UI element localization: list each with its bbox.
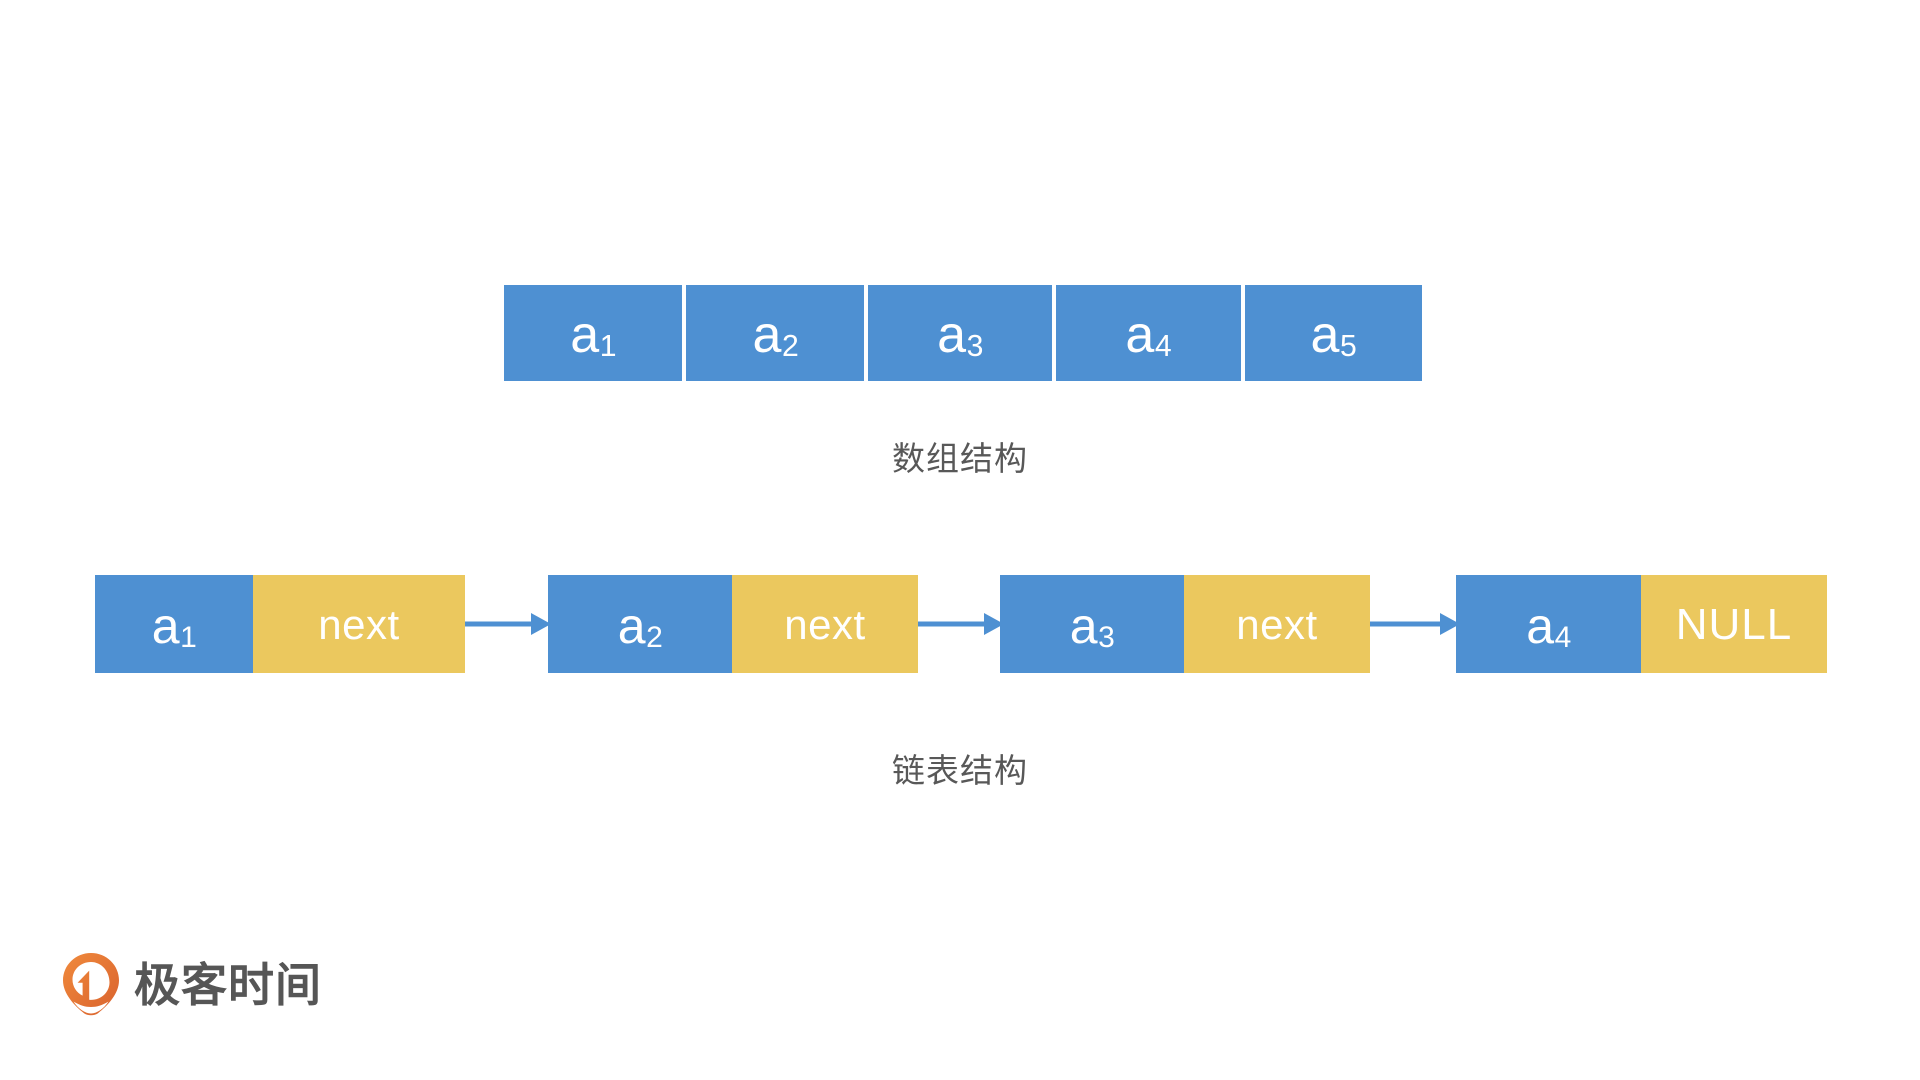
list-node-value: a4	[1526, 598, 1572, 654]
list-node-pointer: next	[253, 575, 465, 673]
list-node: a3 next	[1000, 575, 1370, 673]
list-node-pointer-label: next	[784, 601, 866, 648]
array-cell: a2	[686, 285, 865, 381]
list-node-pointer-label: next	[1236, 601, 1318, 648]
array-structure-caption: 数组结构	[892, 439, 1028, 478]
array-cell: a3	[868, 285, 1052, 381]
linked-list-structure-caption: 链表结构	[892, 751, 1028, 790]
brand-logo: 极客时间	[62, 952, 322, 1016]
list-node-data: a2	[548, 575, 732, 673]
list-node-data: a1	[95, 575, 253, 673]
array-cell-label: a4	[1125, 306, 1172, 364]
list-node-pointer: next	[732, 575, 918, 673]
list-node-value: a1	[151, 598, 197, 654]
list-node-data: a4	[1456, 575, 1641, 673]
array-structure-row: a1 a2 a3 a4 a5	[504, 285, 1422, 381]
array-cell: a4	[1055, 285, 1241, 381]
list-node: a1 next	[95, 575, 465, 673]
array-cell-label: a1	[570, 306, 617, 364]
array-cell-label: a2	[752, 306, 799, 364]
list-node-pointer: NULL	[1641, 575, 1827, 673]
list-node: a4 NULL	[1456, 575, 1827, 673]
array-cell-label: a5	[1310, 306, 1357, 364]
brand-logo-text: 极客时间	[134, 958, 322, 1012]
array-cell: a5	[1244, 285, 1422, 381]
list-node-data: a3	[1000, 575, 1184, 673]
list-node-value: a3	[1069, 598, 1115, 654]
array-cell-label: a3	[937, 306, 984, 364]
list-node: a2 next	[548, 575, 918, 673]
list-node-value: a2	[617, 598, 663, 654]
linked-list-structure-row: a1 next a2 next a3 next	[0, 575, 1920, 673]
list-node-pointer-label: NULL	[1675, 600, 1793, 649]
array-cell: a1	[504, 285, 683, 381]
list-node-pointer: next	[1184, 575, 1370, 673]
list-node-pointer-label: next	[318, 601, 400, 648]
geektime-pin-icon	[63, 953, 119, 1016]
